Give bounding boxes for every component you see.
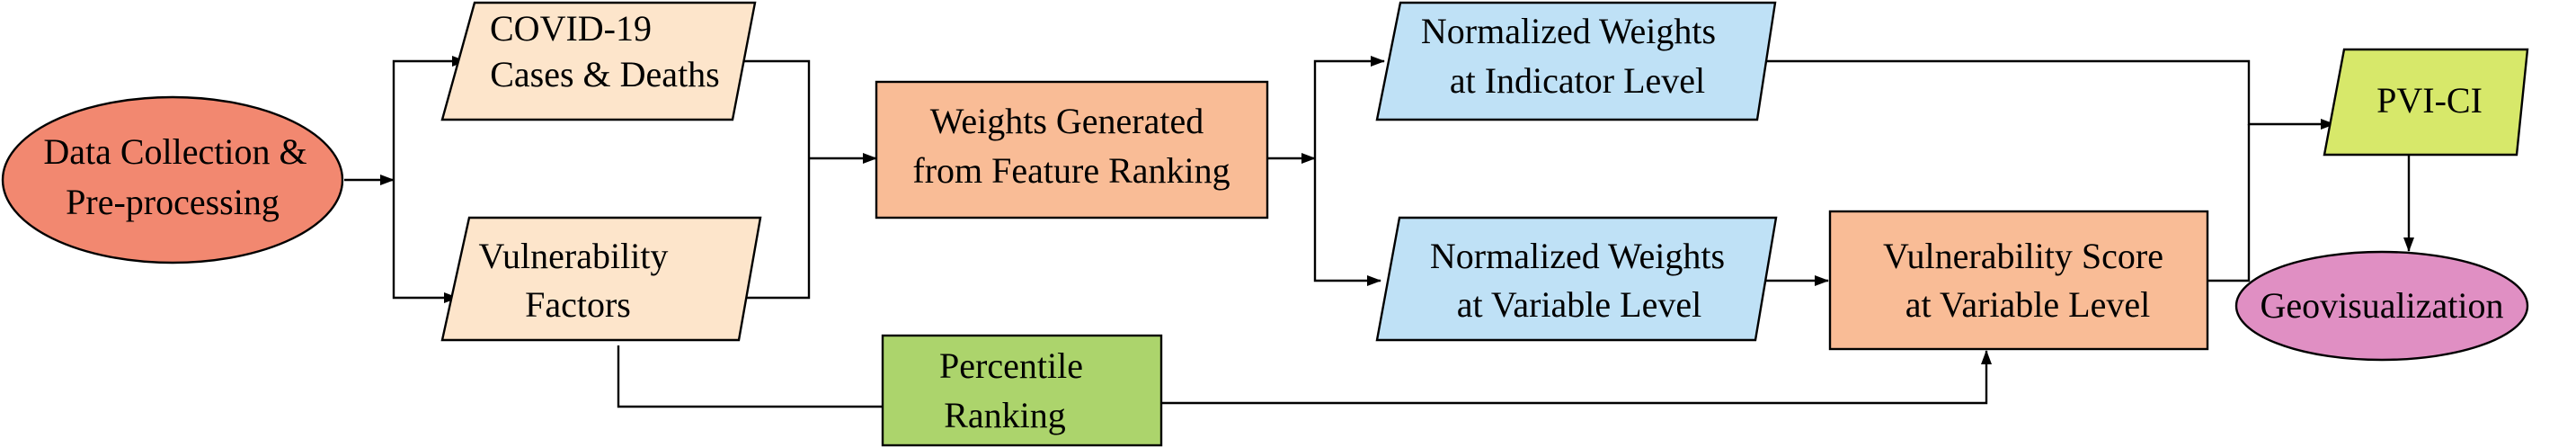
pvi-ci-node: PVI-CI — [2323, 48, 2529, 157]
vulnerability-factors-label: Vulnerability Factors — [479, 236, 678, 325]
edge-norm-weights-indicator-to-pvi-ci — [1762, 59, 2335, 130]
vulnerability-score-label: Vulnerability Score at Variable Level — [1883, 236, 2172, 325]
edge-split-to-norm-weights-indicator — [1313, 56, 1385, 158]
norm-weights-variable-node: Normalized Weights at Variable Level — [1375, 216, 1778, 342]
data-collection-label: Data Collection & Pre-processing — [43, 131, 315, 222]
norm-weights-variable-label: Normalized Weights at Variable Level — [1430, 236, 1734, 325]
edge-percentile-ranking-to-vulnerability-score — [1161, 350, 1992, 405]
percentile-ranking-label: Percentile Ranking — [939, 345, 1092, 435]
geovisualization-node: Geovisualization — [2234, 250, 2529, 362]
edge-split-to-covid-cases — [392, 56, 466, 180]
pvi-ci-label: PVI-CI — [2376, 80, 2483, 121]
weights-generated-node: Weights Generated from Feature Ranking — [875, 80, 1269, 220]
geovisualization-shape — [2234, 250, 2529, 362]
vulnerability-score-node: Vulnerability Score at Variable Level — [1828, 210, 2209, 351]
data-collection-node: Data Collection & Pre-processing — [1, 95, 344, 264]
norm-weights-variable-shape — [1375, 216, 1778, 342]
edge-split-to-norm-weights-variable — [1313, 158, 1381, 286]
weights-generated-shape — [875, 80, 1269, 220]
edges — [344, 56, 2414, 408]
covid-cases-label: COVID-19 Cases & Deaths — [490, 8, 720, 94]
geovisualization-label: Geovisualization — [2260, 285, 2503, 326]
pvi-ci-shape — [2323, 48, 2529, 157]
data-collection-shape — [1, 95, 344, 264]
percentile-ranking-node: Percentile Ranking — [881, 334, 1163, 447]
vulnerability-score-shape — [1828, 210, 2209, 351]
edge-covid-cases-to-merge — [737, 59, 811, 300]
vulnerability-factors-shape — [440, 216, 762, 342]
edge-split-to-vulnerability-factors — [392, 180, 458, 303]
norm-weights-indicator-shape — [1375, 1, 1777, 121]
covid-cases-node: COVID-19 Cases & Deaths — [440, 1, 757, 121]
edge-vulnerability-score-to-pvi-ci — [2207, 124, 2251, 282]
percentile-ranking-shape — [881, 334, 1163, 447]
vulnerability-factors-node: Vulnerability Factors — [440, 216, 762, 342]
weights-generated-label: Weights Generated from Feature Ranking — [912, 101, 1230, 191]
edge-vulnerability-factors-to-percentile-ranking — [617, 345, 883, 408]
norm-weights-indicator-node: Normalized Weights at Indicator Level — [1375, 1, 1777, 121]
norm-weights-indicator-label: Normalized Weights at Indicator Level — [1421, 11, 1725, 101]
covid-cases-shape — [440, 1, 757, 121]
